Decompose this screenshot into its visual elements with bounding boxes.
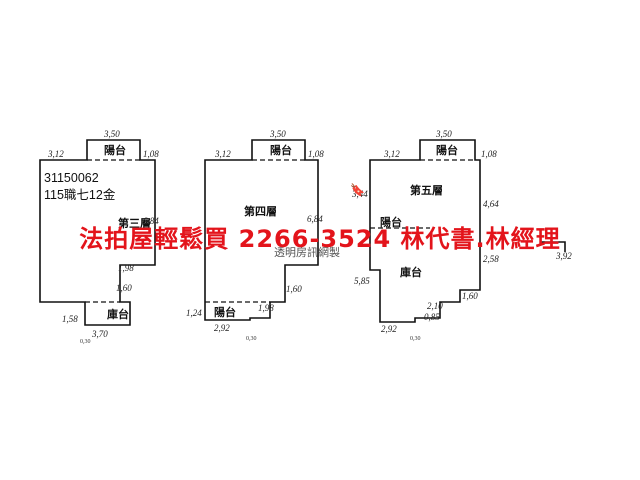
- plan-2-dim: 2,92: [214, 323, 230, 333]
- floor-plan-2: 3,50 3,12 1,08 6,84 1,98 1,60 1,24 2,92 …: [186, 129, 324, 342]
- plan-2-dim: 1,08: [308, 149, 324, 159]
- plan-3-dim: 2,92: [381, 324, 397, 334]
- plan-1-dim: 1,58: [62, 314, 78, 324]
- plan-1-dim: 1,98: [118, 263, 134, 273]
- plan-3-dim: 3,44: [351, 189, 368, 199]
- plan-3-outline: [369, 139, 481, 323]
- plan-1-room: 第三層: [118, 216, 151, 230]
- floor-plan-1: 3,50 3,12 1,08 6,84 1,98 1,60 1,58 3,70 …: [39, 129, 159, 345]
- plan-3-dim: 2,58: [483, 254, 499, 264]
- plan-3-room: 第五層: [410, 183, 443, 197]
- plan-3-dim: 3,92: [555, 251, 572, 261]
- plan-3-dim: 3,50: [435, 129, 452, 139]
- plan-3-dim: 0,30: [410, 336, 421, 342]
- plan-3-room: 陽台: [380, 215, 402, 229]
- plan-3-dim: 1,60: [462, 291, 478, 301]
- listing-code: 115職七12金: [44, 188, 116, 202]
- plan-1-dim: 3,50: [103, 129, 120, 139]
- plan-2-outline: [204, 139, 319, 321]
- plan-1-room: 陽台: [104, 143, 126, 157]
- plan-1-dim: 3,70: [91, 329, 108, 339]
- plan-1-dim: 6,84: [143, 216, 159, 226]
- camera-mark: 🔖: [350, 183, 365, 197]
- plan-3-dim: 4,64: [483, 199, 499, 209]
- plan-2-dim: 1,24: [186, 308, 202, 318]
- listing-info: 31150062 115職七12金: [44, 170, 115, 204]
- plan-2-dim: 3,50: [269, 129, 286, 139]
- plan-2-dim: 0,30: [246, 336, 257, 342]
- plan-1-dim: 1,60: [116, 283, 132, 293]
- plan-3-dim: 0,85: [424, 312, 440, 322]
- listing-id: 31150062: [44, 171, 99, 185]
- floor-plan-3: 3,50 3,12 1,08 3,44 4,64 2,58 5,85 2,10 …: [351, 129, 572, 342]
- plan-3-dim: 2,10: [427, 301, 443, 311]
- plan-1-room: 庫台: [107, 307, 129, 321]
- plan-1-outline: [39, 139, 156, 326]
- plan-3-room: 陽台: [436, 143, 458, 157]
- plan-3-stub: [540, 241, 566, 252]
- plan-2-dim: 6,84: [307, 214, 323, 224]
- plan-2-dim: 3,12: [214, 149, 231, 159]
- plan-2-dim: 1,98: [258, 303, 274, 313]
- plan-2-room: 第四層: [244, 204, 277, 218]
- plan-3-dim: 3,12: [383, 149, 400, 159]
- plan-3-dim: 5,85: [354, 276, 370, 286]
- plan-1-dim: 1,08: [143, 149, 159, 159]
- watermark-text: 透明房訊網製: [274, 247, 340, 259]
- plan-3-dim: 1,08: [481, 149, 497, 159]
- plan-3-room: 庫台: [400, 265, 422, 279]
- plan-1-dim: 0,30: [80, 339, 91, 345]
- plan-2-dim: 1,60: [286, 284, 302, 294]
- plan-1-dim: 3,12: [47, 149, 64, 159]
- plan-2-room: 陽台: [214, 305, 236, 319]
- plan-2-room: 陽台: [270, 143, 292, 157]
- ad-banner: 法拍屋輕鬆買 2266-3524 林代書.林經理: [79, 225, 561, 253]
